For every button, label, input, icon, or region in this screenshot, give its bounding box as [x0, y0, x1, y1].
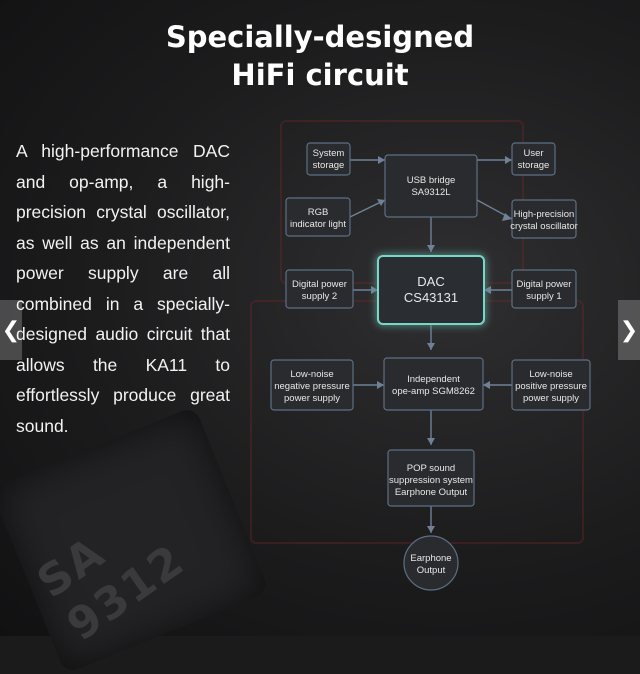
node-op-amp-line-1: Independent: [407, 374, 460, 385]
node-system-storage-line-1: System: [313, 148, 345, 159]
node-op-amp-line-2: ope-amp SGM8262: [392, 386, 475, 397]
node-earphone-output-line-1: Earphone: [410, 553, 451, 564]
node-user-storage: User storage: [511, 142, 556, 176]
node-pop-suppression-line-1: POP sound: [407, 463, 455, 474]
chevron-right-icon: ❯: [619, 317, 639, 343]
node-digital-power-supply-1: Digital power supply 1: [511, 269, 577, 309]
node-crystal-oscillator-line-2: crystal oscillator: [510, 221, 578, 232]
description-text: A high-performance DAC and op-amp, a hig…: [16, 141, 230, 436]
node-digital-power-supply-2: Digital power supply 2: [285, 269, 354, 309]
node-earphone-output: Earphone Output: [403, 535, 459, 591]
node-op-amp: Independent ope-amp SGM8262: [383, 357, 484, 411]
headline-line-2: HiFi circuit: [231, 58, 409, 92]
node-digital-power-supply-1-line-2: supply 1: [526, 291, 561, 302]
node-negative-power-line-3: power supply: [284, 393, 340, 404]
node-digital-power-supply-2-line-2: supply 2: [302, 291, 337, 302]
node-earphone-output-line-2: Output: [417, 565, 446, 576]
node-user-storage-line-1: User: [523, 148, 543, 159]
node-usb-bridge-line-1: USB bridge: [407, 175, 456, 186]
node-positive-power-line-1: Low-noise: [529, 369, 572, 380]
node-system-storage-line-2: storage: [313, 160, 345, 171]
node-dac: DAC CS43131: [377, 255, 485, 325]
node-digital-power-supply-1-line-1: Digital power: [517, 279, 572, 290]
node-rgb-indicator-light: RGB indicator light: [285, 197, 351, 237]
circuit-diagram: System storage USB bridge SA9312L User s…: [270, 142, 591, 591]
node-dac-line-2: CS43131: [404, 290, 458, 305]
connector-arrowheads: [371, 156, 512, 533]
node-usb-bridge-line-2: SA9312L: [411, 187, 450, 198]
node-positive-power-line-3: power supply: [523, 393, 579, 404]
node-positive-power-line-2: positive pressure: [515, 381, 587, 392]
node-system-storage: System storage: [306, 142, 351, 176]
node-pop-suppression-line-2: suppression system: [389, 475, 473, 486]
next-slide-button[interactable]: ❯: [618, 300, 640, 360]
node-pop-suppression: POP sound suppression system Earphone Ou…: [387, 449, 475, 507]
node-pop-suppression-line-3: Earphone Output: [395, 487, 468, 498]
node-dac-line-1: DAC: [417, 274, 444, 289]
node-digital-power-supply-2-line-1: Digital power: [292, 279, 347, 290]
node-crystal-oscillator: High-precision crystal oscillator: [510, 199, 578, 239]
chevron-left-icon: ❮: [1, 317, 21, 343]
headline: Specially-designed HiFi circuit: [0, 18, 640, 94]
node-usb-bridge: USB bridge SA9312L: [384, 154, 478, 218]
node-negative-power-line-2: negative pressure: [274, 381, 350, 392]
node-negative-power-line-1: Low-noise: [290, 369, 333, 380]
node-user-storage-line-2: storage: [518, 160, 550, 171]
node-negative-pressure-power-supply: Low-noise negative pressure power supply: [270, 359, 354, 411]
headline-line-1: Specially-designed: [165, 20, 475, 54]
node-crystal-oscillator-line-1: High-precision: [514, 209, 575, 220]
node-positive-pressure-power-supply: Low-noise positive pressure power supply: [511, 359, 591, 411]
node-rgb-indicator-light-line-2: indicator light: [290, 219, 346, 230]
previous-slide-button[interactable]: ❮: [0, 300, 22, 360]
node-rgb-indicator-light-line-1: RGB: [308, 207, 329, 218]
